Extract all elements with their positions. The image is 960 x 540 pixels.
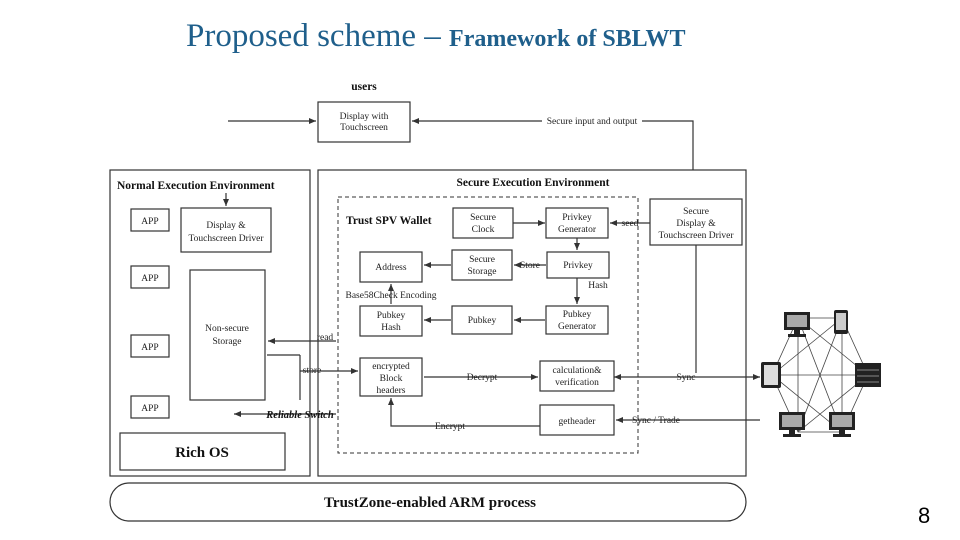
server-icon: [855, 363, 881, 387]
pubkey-gen-l1: Pubkey: [563, 310, 592, 320]
app-box-4: [130, 395, 170, 419]
p2p-network: [761, 310, 881, 437]
display-touch-l2: Touchscreen: [340, 123, 388, 133]
secure-display-l2: Display &: [676, 219, 716, 229]
secure-io-label: Secure input and output: [547, 117, 638, 127]
app-box-1: [130, 208, 170, 232]
encrypt-arrow: [388, 398, 540, 427]
pubkey-hash-l1: Pubkey: [377, 311, 406, 321]
display-driver-l1: Display &: [206, 221, 246, 231]
slide-title: Proposed scheme – Framework of SBLWT: [186, 18, 686, 55]
privkey-gen-l1: Privkey: [562, 213, 592, 223]
title-sub: Framework of SBLWT: [449, 26, 686, 52]
app-box-2: [130, 265, 170, 289]
monitor-icon: [779, 412, 805, 437]
privkey-box: [546, 251, 610, 279]
trustzone-label: TrustZone-enabled ARM process: [324, 495, 536, 511]
display-touch-l1: Display with: [340, 112, 389, 122]
store-label: Store: [520, 261, 540, 271]
pubkey-box: [451, 305, 513, 335]
sync-label: Sync: [677, 373, 696, 383]
non-secure-storage-l2: Storage: [212, 337, 241, 347]
secure-storage-l2: Storage: [467, 267, 496, 277]
phone-icon: [834, 310, 848, 334]
encrypted-l2: Block: [380, 374, 403, 384]
rich-os-label: Rich OS: [175, 445, 229, 461]
encrypt-label: Encrypt: [435, 422, 465, 432]
normal-env-label: Normal Execution Environment: [117, 180, 275, 192]
privkey-label: Privkey: [563, 261, 593, 271]
encrypted-l3: headers: [376, 386, 405, 396]
store-lower-label: store: [303, 366, 321, 376]
calc-verif-l1: calculation&: [552, 366, 602, 376]
pubkey-hash-l2: Hash: [381, 323, 401, 333]
sync-trade-label: Sync / Trade: [632, 416, 680, 426]
app-label-4: APP: [141, 404, 158, 414]
address-box: [359, 251, 423, 283]
display-driver-box: [180, 207, 272, 253]
seed-label: seed: [622, 219, 639, 229]
trustzone-box: [109, 482, 747, 522]
secure-display-driver-box: [649, 198, 743, 246]
calc-verif-l2: verification: [555, 377, 599, 388]
address-label: Address: [375, 263, 406, 273]
trust-wallet-dashed-box: [337, 196, 639, 454]
hash-label: Hash: [588, 281, 608, 291]
secure-clock-l2: Clock: [472, 225, 495, 235]
privkey-gen-l2: Generator: [558, 225, 597, 235]
pubkey-generator-box: [545, 305, 609, 335]
non-secure-storage-box: [189, 269, 266, 401]
secure-display-l1: Secure: [683, 207, 709, 217]
display-touchscreen-box: [317, 101, 411, 143]
monitor-icon: [829, 412, 855, 437]
pubkey-hash-box: [359, 305, 423, 337]
secure-clock-box: [452, 207, 514, 239]
monitor-icon: [784, 312, 810, 337]
title-dash: –: [416, 18, 450, 54]
tablet-icon: [761, 362, 781, 388]
secure-env-label: Secure Execution Environment: [457, 177, 610, 189]
rich-os-box: [119, 432, 286, 471]
getheader-box: [539, 404, 615, 436]
secure-storage-box: [451, 249, 513, 281]
page-number: 8: [918, 503, 931, 528]
secure-storage-l1: Secure: [469, 255, 495, 265]
pubkey-label: Pubkey: [468, 316, 497, 326]
non-secure-storage-l1: Non-secure: [205, 324, 249, 334]
encrypted-headers-box: [359, 357, 423, 397]
app-label-3: APP: [141, 343, 158, 353]
encrypted-l1: encrypted: [372, 362, 410, 372]
decrypt-label: Decrypt: [467, 373, 498, 383]
reliable-switch-label: Reliable Switch: [265, 410, 334, 421]
calc-verif-box: [539, 360, 615, 392]
getheader-label: getheader: [559, 417, 597, 427]
users-label: users: [351, 81, 377, 93]
pubkey-gen-l2: Generator: [558, 322, 597, 332]
app-box-3: [130, 334, 170, 358]
display-driver-l2: Touchscreen Driver: [188, 234, 264, 244]
secure-clock-l1: Secure: [470, 213, 496, 223]
read-label: read: [317, 333, 334, 343]
app-label-1: APP: [141, 217, 158, 227]
app-label-2: APP: [141, 274, 158, 284]
secure-display-l3: Touchscreen Driver: [658, 231, 734, 241]
trust-wallet-label: Trust SPV Wallet: [346, 215, 432, 227]
title-main: Proposed scheme: [186, 18, 417, 54]
